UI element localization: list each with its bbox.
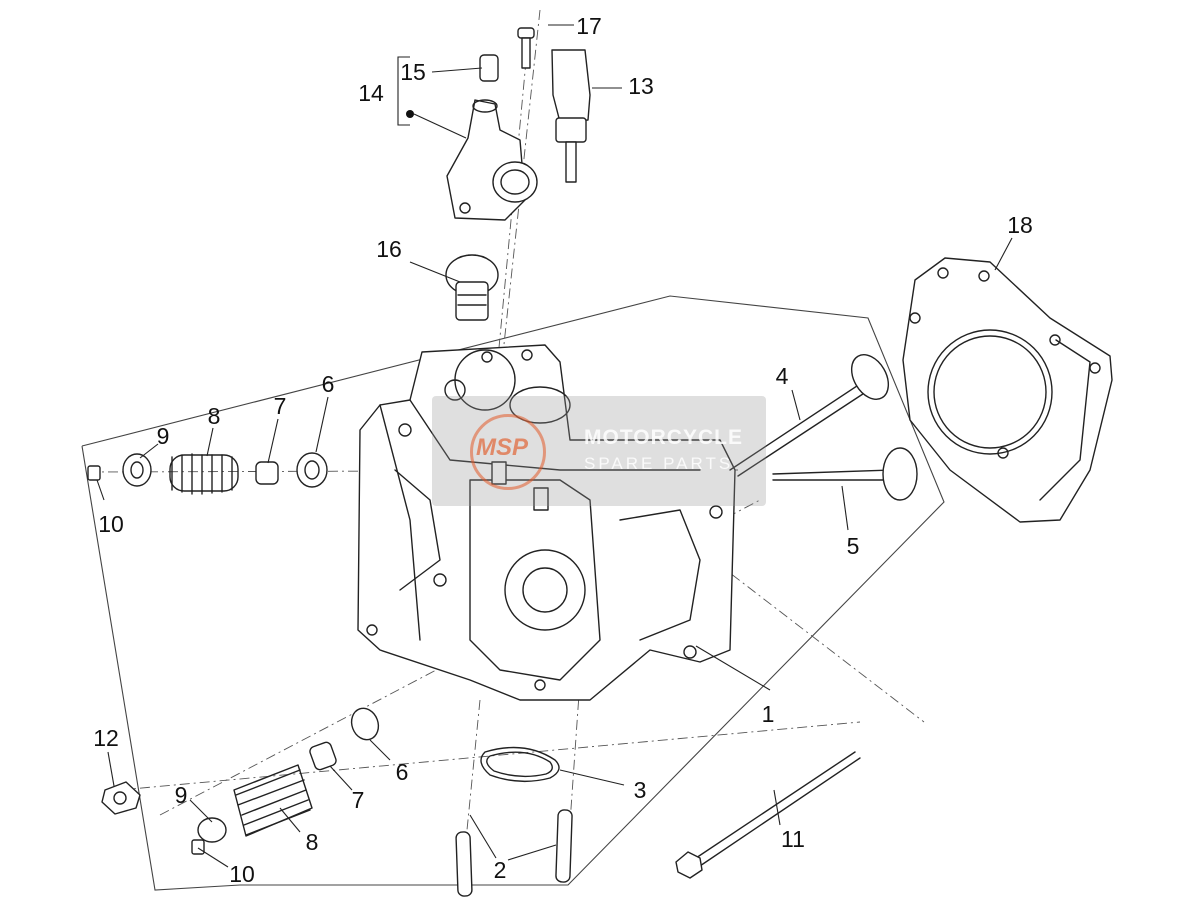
- callout-10-lower: 10: [229, 861, 255, 887]
- long-bolt: [675, 751, 861, 879]
- dowel-pins: [455, 809, 573, 897]
- group-bracket: [397, 56, 414, 126]
- exhaust-valve: [772, 447, 918, 501]
- callout-18: 18: [1007, 212, 1033, 238]
- callout-11: 11: [781, 826, 805, 852]
- callout-13: 13: [628, 73, 654, 99]
- callout-14: 14: [358, 80, 384, 106]
- callout-9-upper: 9: [157, 423, 170, 449]
- watermark-banner: MSP MOTORCYCLE SPARE PARTS: [432, 396, 766, 506]
- watermark-subtitle: SPARE PARTS: [584, 454, 734, 473]
- bleed-screw: [479, 54, 499, 82]
- callout-6-lower: 6: [396, 759, 409, 785]
- intake-valve: [729, 354, 890, 477]
- thermostat-housing: [446, 99, 538, 221]
- head-gasket: [902, 257, 1113, 523]
- assembly-frame: [81, 295, 945, 891]
- thermostat: [445, 254, 499, 321]
- callout-8-lower: 8: [306, 829, 319, 855]
- upper-valve-train: [87, 452, 328, 495]
- watermark-logo: [470, 414, 546, 490]
- callout-7-lower: 7: [352, 787, 365, 813]
- callout-2: 2: [494, 857, 507, 883]
- lower-valve-train: [101, 707, 380, 855]
- cylinder-head: [357, 344, 736, 701]
- leader-lines: [96, 24, 1013, 868]
- callout-10-upper: 10: [98, 511, 124, 537]
- temperature-sensor: [551, 49, 591, 183]
- watermark-title: MOTORCYCLE: [584, 426, 743, 449]
- callout-4: 4: [776, 363, 789, 389]
- callout-labels: 1 2 3 4 5 6 6 7 7 8 8 9 9 10 10 11 12 13…: [93, 13, 1033, 887]
- callout-3: 3: [634, 777, 647, 803]
- callout-1: 1: [762, 701, 775, 727]
- o-ring: [480, 746, 560, 783]
- callout-6-upper: 6: [322, 371, 335, 397]
- callout-8-upper: 8: [208, 403, 221, 429]
- small-bolt: [517, 27, 535, 69]
- callout-5: 5: [847, 533, 860, 559]
- callout-9-lower: 9: [175, 782, 188, 808]
- callout-12: 12: [93, 725, 119, 751]
- callout-15: 15: [400, 59, 426, 85]
- watermark-logo-text: MSP: [476, 434, 529, 461]
- callout-16: 16: [376, 236, 402, 262]
- callout-7-upper: 7: [274, 393, 287, 419]
- callout-17: 17: [576, 13, 602, 39]
